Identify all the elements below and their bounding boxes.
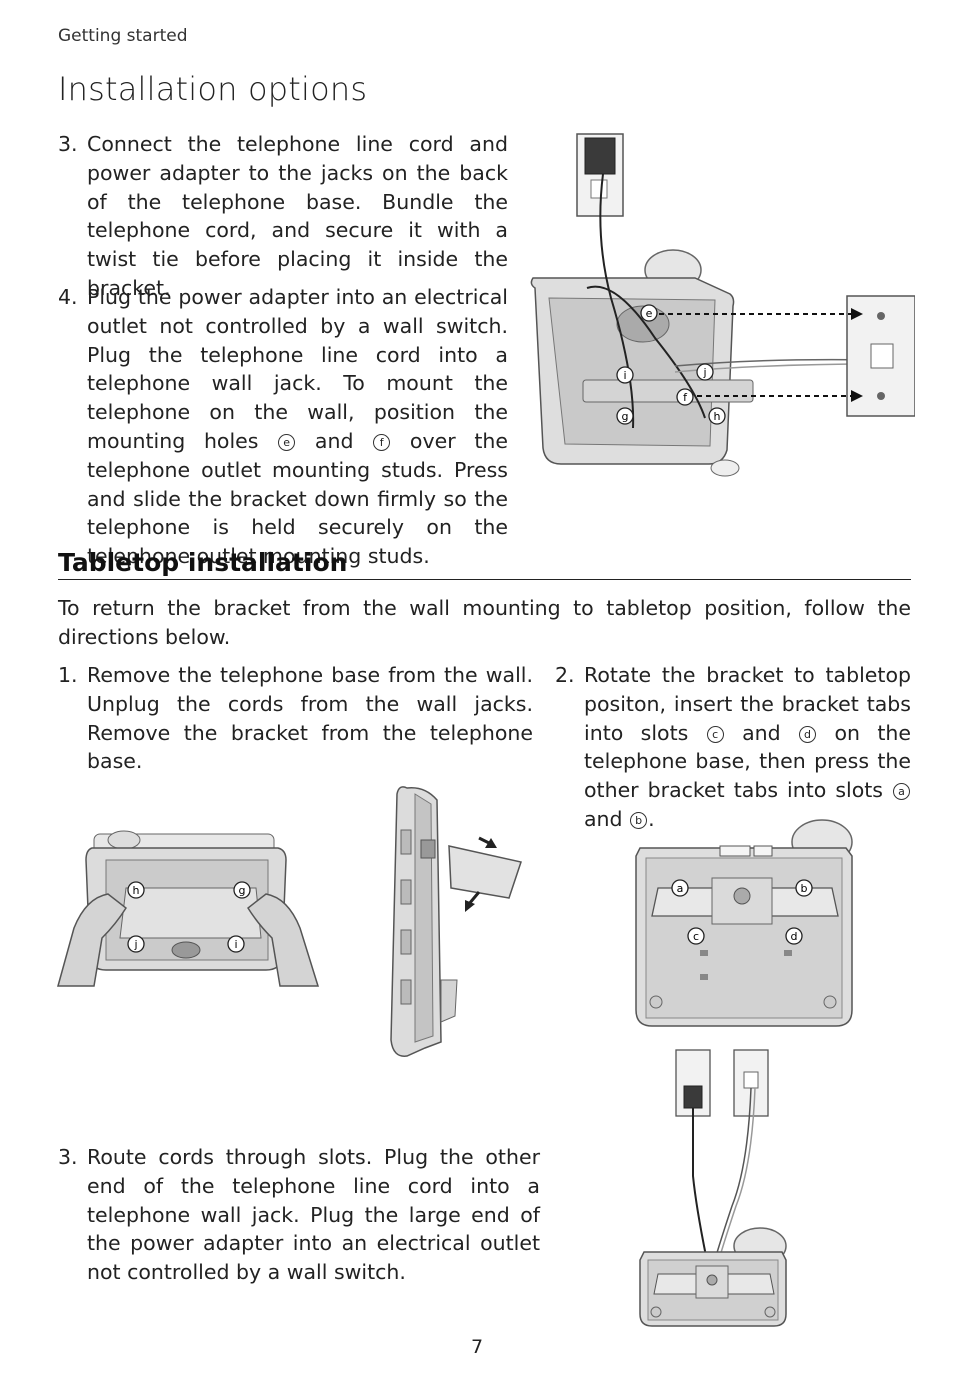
svg-text:h: h bbox=[714, 410, 721, 423]
step-number: 3. bbox=[58, 132, 78, 156]
svg-text:h: h bbox=[133, 884, 140, 897]
step-number: 4. bbox=[58, 285, 78, 309]
step-text-b: on the telephone base, then press the ot… bbox=[584, 720, 911, 803]
svg-text:f: f bbox=[683, 391, 688, 404]
tabletop-step-2: 2. Rotate the bracket to tabletop posito… bbox=[555, 661, 911, 834]
step-and: and bbox=[584, 806, 623, 831]
wall-callouts: e i j f g h bbox=[616, 304, 726, 425]
step-number: 2. bbox=[555, 663, 575, 687]
rotate-bracket-illustration: a b c d bbox=[635, 819, 853, 1027]
svg-text:d: d bbox=[791, 930, 798, 943]
remove-callouts: h g j i bbox=[127, 881, 251, 953]
rotate-callouts: a b c d bbox=[671, 879, 813, 945]
callout-b: b bbox=[630, 811, 648, 829]
running-header: Getting started bbox=[58, 26, 188, 46]
step-text-a: Plug the power adapter into an electrica… bbox=[87, 285, 508, 453]
svg-text:a: a bbox=[677, 882, 684, 895]
svg-text:g: g bbox=[622, 410, 629, 423]
step-and: and bbox=[742, 720, 781, 745]
wall-mount-illustration: e i j f g h bbox=[530, 133, 915, 477]
tabletop-step-3: 3. Route cords through slots. Plug the o… bbox=[58, 1143, 540, 1287]
page-title: Installation options bbox=[58, 70, 368, 108]
svg-text:b: b bbox=[801, 882, 808, 895]
step-number: 3. bbox=[58, 1145, 78, 1169]
page-number: 7 bbox=[470, 1336, 484, 1358]
svg-text:i: i bbox=[234, 938, 237, 951]
wall-step-3: 3. Connect the telephone line cord and p… bbox=[58, 130, 508, 303]
wall-step-4: 4. Plug the power adapter into an electr… bbox=[58, 283, 508, 571]
step-text-a: Rotate the bracket to tabletop positon, … bbox=[584, 663, 911, 745]
bracket bbox=[448, 845, 522, 899]
step-text: Route cords through slots. Plug the othe… bbox=[87, 1145, 540, 1285]
callout-f: f bbox=[373, 433, 391, 451]
callout-c: c bbox=[706, 725, 724, 743]
tabletop-step-1: 1. Remove the telephone base from the wa… bbox=[58, 661, 533, 776]
svg-text:e: e bbox=[646, 307, 653, 320]
svg-text:g: g bbox=[239, 884, 246, 897]
power-adapter bbox=[584, 137, 616, 175]
power-adapter bbox=[683, 1085, 703, 1109]
step-number: 1. bbox=[58, 663, 78, 687]
side-view-illustration bbox=[390, 786, 522, 1057]
step-text: Remove the telephone base from the wall.… bbox=[87, 663, 533, 774]
callout-d: d bbox=[799, 725, 817, 743]
step-end: . bbox=[648, 806, 655, 831]
step-text: Rotate the bracket to tabletop positon, … bbox=[584, 661, 911, 834]
right-hand bbox=[247, 893, 320, 987]
svg-text:j: j bbox=[702, 366, 706, 379]
step-text: Connect the telephone line cord and powe… bbox=[87, 132, 508, 300]
svg-text:i: i bbox=[623, 369, 626, 382]
section-heading-tabletop: Tabletop installation bbox=[58, 548, 911, 580]
route-cords-illustration bbox=[639, 1049, 787, 1327]
callout-a: a bbox=[893, 783, 910, 801]
callout-e: e bbox=[278, 433, 296, 451]
step-and: and bbox=[314, 428, 354, 453]
svg-text:j: j bbox=[133, 938, 137, 951]
step-text-b: over the telephone outlet mounting studs… bbox=[87, 428, 508, 569]
step-text: Plug the power adapter into an electrica… bbox=[87, 283, 508, 571]
remove-bracket-illustration: h g j i bbox=[57, 830, 320, 987]
tabletop-intro: To return the bracket from the wall moun… bbox=[58, 596, 911, 649]
left-hand bbox=[57, 893, 127, 987]
svg-text:c: c bbox=[693, 930, 699, 943]
